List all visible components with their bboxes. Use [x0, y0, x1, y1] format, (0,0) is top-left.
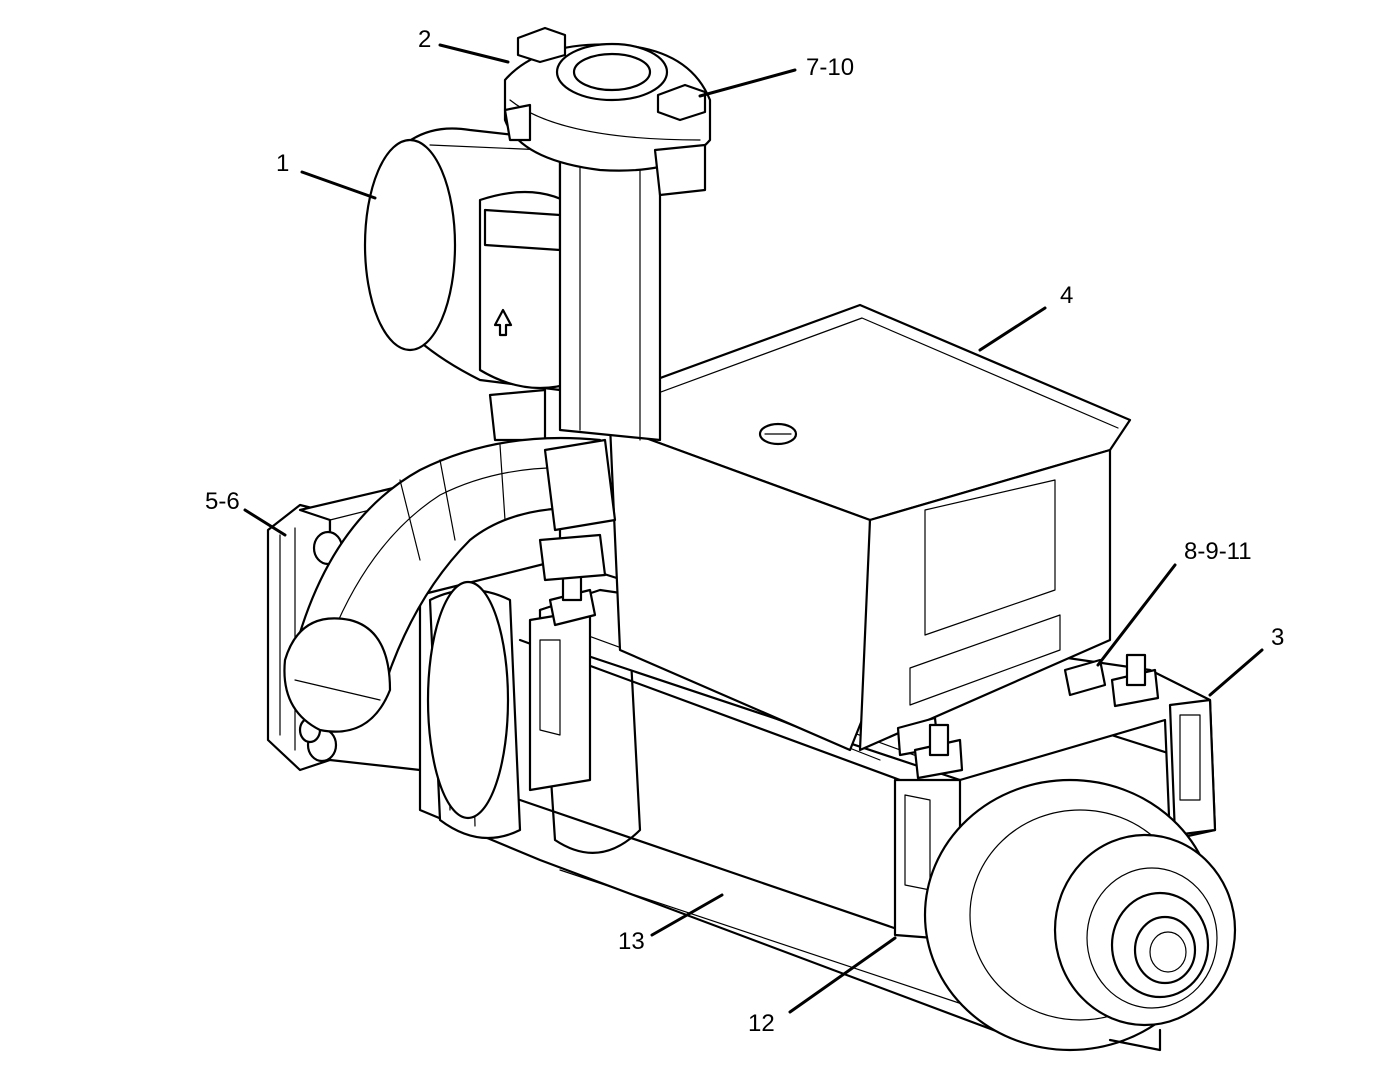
- leader-13: [650, 893, 724, 937]
- leader-lines: [243, 43, 1264, 1014]
- control-box: [598, 303, 1132, 752]
- bracket-bolts: [548, 568, 1160, 780]
- leader-2: [438, 43, 510, 64]
- vertical-pipe: [488, 26, 712, 442]
- callout-5-6: 5-6: [205, 488, 240, 515]
- leader-7-10: [698, 68, 797, 98]
- pump-motor: [363, 127, 582, 392]
- callout-12: 12: [748, 1010, 775, 1037]
- curved-hose: [283, 436, 617, 733]
- leader-1: [300, 170, 377, 200]
- callout-4: 4: [1060, 282, 1074, 309]
- leader-12: [788, 936, 897, 1014]
- callout-2: 2: [418, 26, 432, 53]
- leader-4: [978, 306, 1047, 352]
- callout-8-9-11: 8-9-11: [1184, 538, 1252, 565]
- callout-13: 13: [618, 928, 645, 955]
- callout-7-10: 7-10: [806, 54, 855, 81]
- callout-1: 1: [276, 150, 290, 177]
- outlet-end-cap: [923, 778, 1237, 1052]
- leader-5-6: [243, 508, 287, 537]
- callout-3: 3: [1271, 624, 1285, 651]
- leader-8-9-11: [1096, 563, 1177, 667]
- leader-3: [1208, 648, 1264, 697]
